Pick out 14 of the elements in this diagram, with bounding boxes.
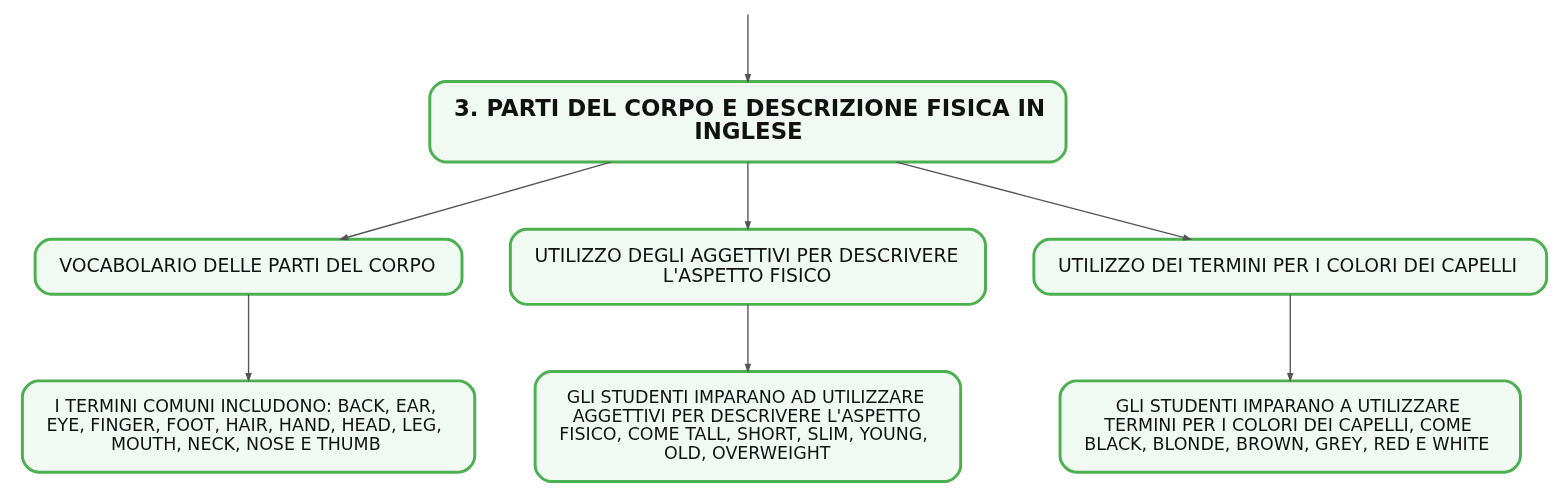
arrow (744, 13, 751, 84)
arrow (895, 161, 1192, 241)
arrow (744, 161, 751, 231)
arrow (744, 303, 751, 374)
node-box: GLI STUDENTI IMPARANO AD UTILIZZARE AGGETTIVI PER DESCRIVERE L'ASPETTO FISICO, COME TALL, SHORT, SLIM, YOUNG, OLD, OVERWEIGHT (533, 370, 962, 484)
arrow (1286, 293, 1294, 383)
node-box: GLI STUDENTI IMPARANO A UTILIZZARE TERMINI PER I COLORI DEI CAPELLI, COME BLACK, BLONDE, BROWN, GREY, RED E WHITE (1058, 379, 1522, 474)
node-box: 3. PARTI DEL CORPO E DESCRIZIONE FISICA IN INGLESE (427, 80, 1068, 164)
arrow (244, 293, 252, 383)
arrow (338, 161, 611, 241)
node-box: UTILIZZO DEGLI AGGETTIVI PER DESCRIVERE L'ASPETTO FISICO (508, 227, 987, 306)
node-box: VOCABOLARIO DELLE PARTI DEL CORPO (33, 237, 463, 296)
node-box: UTILIZZO DEI TERMINI PER I COLORI DEI CAPELLI (1031, 237, 1548, 296)
node-box: I TERMINI COMUNI INCLUDONO: BACK, EAR, EYE, FINGER, FOOT, HAIR, HAND, HEAD, LEG, MOUTH, NECK, NOSE E THUMB (20, 379, 476, 474)
